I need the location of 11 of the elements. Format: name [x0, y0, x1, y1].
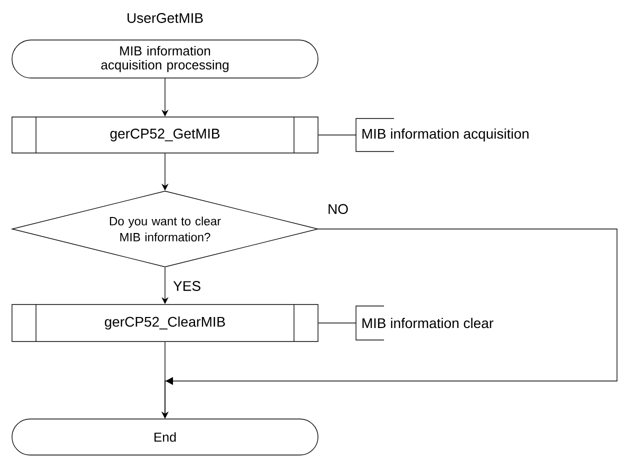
terminator-box: End: [12, 418, 318, 456]
terminator-box: MIB information acquisition processing: [12, 40, 318, 78]
edge-label: NO: [326, 203, 350, 215]
connector-line: [318, 134, 356, 136]
connector-line: [318, 322, 356, 324]
annotation-bracket: MIB information acquisition: [356, 118, 528, 152]
subroutine-box: gerCP52_ClearMIB: [12, 304, 318, 342]
annotation-bracket: MIB information clear: [356, 306, 494, 340]
flowchart-title: UserGetMIB: [128, 13, 203, 23]
edge-label: YES: [172, 280, 202, 292]
subroutine-box: gerCP52_GetMIB: [12, 116, 318, 154]
